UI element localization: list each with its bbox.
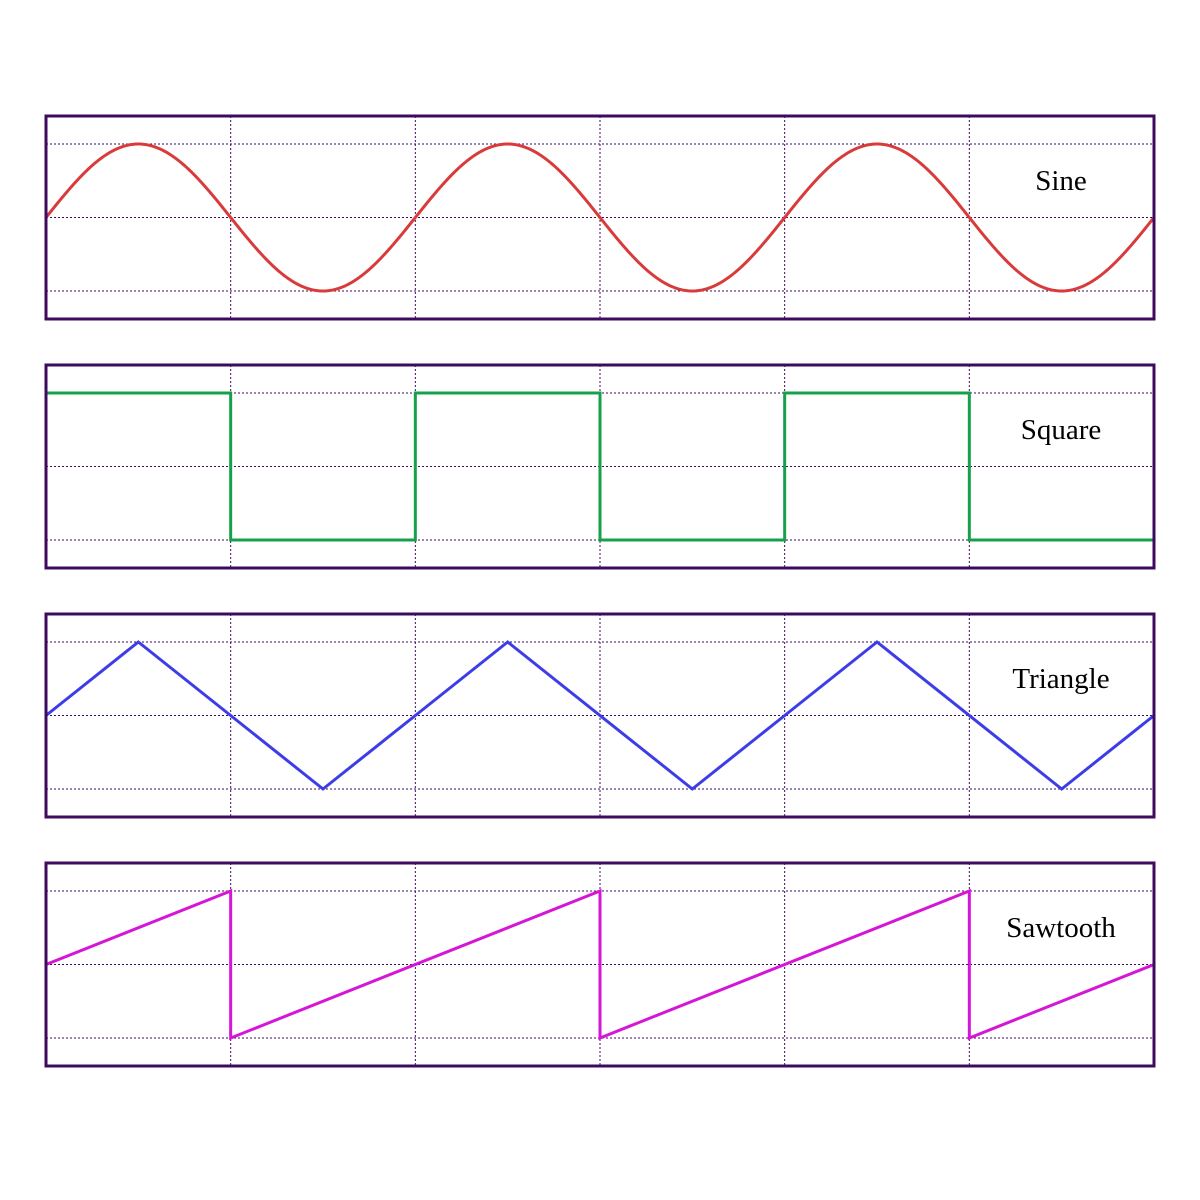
square-panel: Square <box>44 363 1156 570</box>
sine-panel: Sine <box>44 114 1156 321</box>
sine-frame <box>44 114 1156 321</box>
sawtooth-panel: Sawtooth <box>44 861 1156 1068</box>
sine-label: Sine <box>1035 165 1087 197</box>
sawtooth-frame <box>44 861 1156 1068</box>
triangle-frame <box>44 612 1156 819</box>
square-frame <box>44 363 1156 570</box>
sine-wave <box>44 142 1156 293</box>
triangle-panel: Triangle <box>44 612 1156 819</box>
sawtooth-label: Sawtooth <box>1006 912 1116 944</box>
sawtooth-wave <box>45 888 1155 1041</box>
triangle-wave <box>45 640 1155 791</box>
triangle-label: Triangle <box>1012 663 1109 695</box>
square-label: Square <box>1021 414 1102 446</box>
square-wave <box>46 391 1154 542</box>
